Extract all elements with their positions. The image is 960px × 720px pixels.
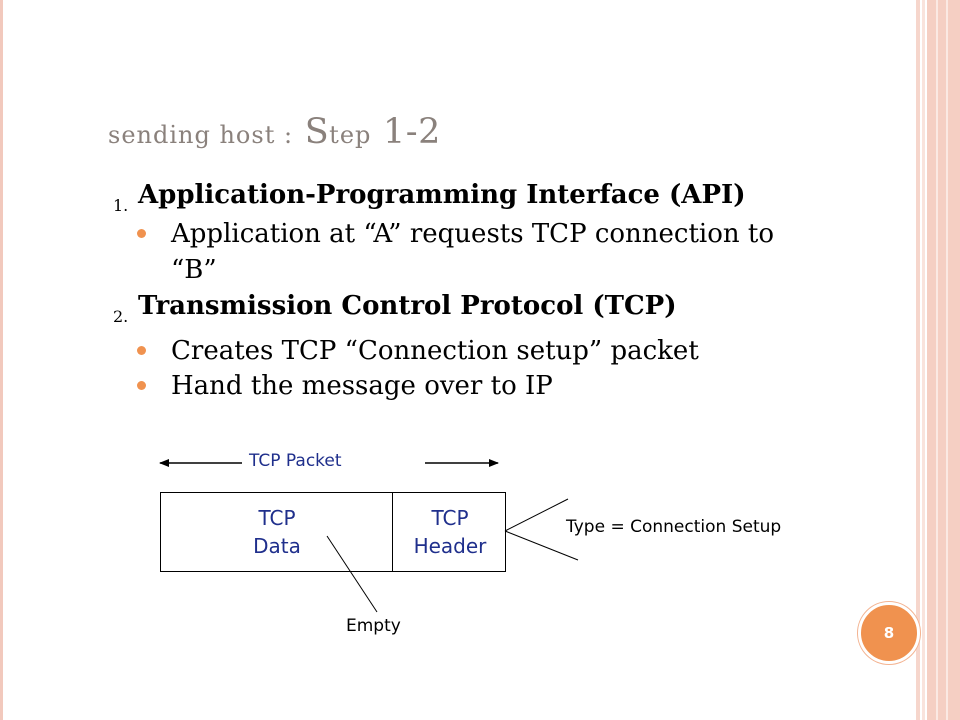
type-pointer-lower	[504, 530, 579, 561]
bullet-text-continued: “B”	[171, 255, 217, 285]
right-border-stripe	[922, 0, 925, 720]
page-number-badge: 8	[858, 602, 920, 664]
title-part: tep	[329, 121, 372, 149]
bullet-icon	[137, 346, 146, 355]
empty-label: Empty	[346, 616, 401, 636]
title-part: 1-2	[383, 112, 441, 152]
data-line: Data	[253, 534, 301, 558]
bullet-icon	[137, 229, 146, 238]
right-border-stripe	[927, 0, 960, 720]
empty-pointer	[326, 535, 378, 613]
left-border	[0, 0, 3, 720]
bullet-text: Creates TCP “Connection setup” packet	[171, 336, 699, 366]
packet-label: TCP Packet	[249, 451, 342, 471]
tcp-header-cell: TCP Header	[396, 504, 504, 560]
list-heading: Transmission Control Protocol (TCP)	[138, 291, 677, 321]
bullet-icon	[137, 381, 146, 390]
right-border-stripe	[916, 0, 920, 720]
header-line: TCP	[431, 506, 469, 530]
type-pointer-upper	[504, 498, 569, 532]
title-part: S	[304, 112, 330, 152]
list-heading: Application-Programming Interface (API)	[138, 180, 746, 210]
packet-box	[160, 492, 506, 572]
type-label: Type = Connection Setup	[566, 517, 782, 537]
slide-title: sending host : Step 1-2	[108, 112, 441, 152]
right-border-stripe	[936, 0, 938, 720]
bullet-text: Application at “A” requests TCP connecti…	[171, 219, 775, 249]
tcp-data-cell: TCP Data	[230, 504, 324, 560]
list-number: 1.	[113, 196, 129, 215]
header-line: Header	[413, 534, 487, 558]
bullet-text: Hand the message over to IP	[171, 371, 553, 401]
list-number: 2.	[113, 307, 129, 326]
data-line: TCP	[258, 506, 296, 530]
title-part: sending host :	[108, 121, 294, 149]
right-border-stripe	[946, 0, 948, 720]
box-divider	[392, 492, 393, 572]
